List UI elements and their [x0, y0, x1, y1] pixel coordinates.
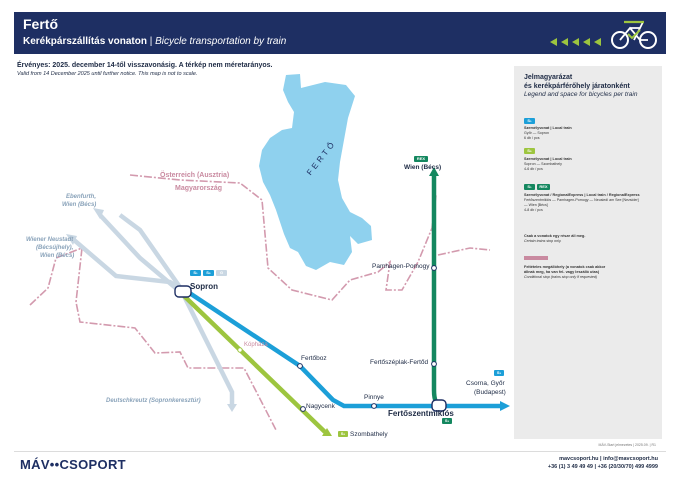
- legend-item-5-l2: állnak meg, ha van fel- vagy leszálló ut…: [524, 270, 600, 274]
- station-fertoszeplak[interactable]: [431, 361, 437, 367]
- legend-item-4-l1: Csak a vonatok egy része áll meg.: [524, 234, 586, 238]
- station-pinnye[interactable]: [371, 403, 377, 409]
- station-pamhagen[interactable]: [431, 265, 437, 271]
- legend-title-2: és kerékpárférőhely járatonként: [524, 83, 630, 90]
- label-pinnye: Pinnye: [364, 394, 384, 401]
- legend-item-4: Csak a vonatok egy része áll meg. Certai…: [524, 234, 585, 244]
- badge-sopron-s1: S₁: [190, 270, 201, 276]
- legend-item-3-l2: Fertőszentmiklós — Pamhagen-Pomogy — Neu…: [524, 198, 639, 202]
- legend-item-1: Személyvonat | Local train Győr — Sopron…: [524, 126, 572, 141]
- station-fertoszentmiklos[interactable]: [431, 399, 447, 412]
- legend-swatch-conditional: [524, 256, 548, 260]
- validity-en: Valid from 14 December 2025 until furthe…: [17, 71, 198, 77]
- station-kophaza[interactable]: [237, 347, 243, 353]
- bicycle-icon: [611, 20, 657, 49]
- legend-item-5-l3: Conditional stop (trains stop only if re…: [524, 275, 598, 279]
- page-subtitle: Kerékpárszállítás vonaton | Bicycle tran…: [23, 36, 286, 47]
- station-sopron[interactable]: [174, 285, 192, 298]
- footer-contact: mavcsoport.hu | info@mavcsoport.hu +36 (…: [548, 455, 658, 471]
- legend-subtitle: Legend and space for bicycles per train: [524, 91, 638, 98]
- label-nagycenk: Nagycenk: [306, 403, 335, 410]
- legend-badge-2: S₅: [524, 148, 535, 154]
- legend-badge-3a: S₁: [524, 184, 535, 190]
- label-fertoszentmiklos: Fertőszentmiklós: [388, 409, 454, 418]
- legend-item-1-l1: Személyvonat | Local train: [524, 126, 572, 130]
- label-ebenfurth-2: Wien (Bécs): [62, 202, 97, 208]
- subtitle-en: Bicycle transportation by train: [155, 36, 287, 47]
- legend-item-2: Személyvonat | Local train Sopron — Szom…: [524, 157, 572, 172]
- subtitle-hu: Kerékpárszállítás vonaton: [23, 36, 147, 47]
- arrow-wien: [429, 167, 439, 176]
- label-wiener-neustadt-1: Wiener Neustadt: [26, 237, 74, 243]
- badge-sopron-s5: S₅: [203, 270, 214, 276]
- legend-item-1-l2: Győr — Sopron: [524, 131, 549, 135]
- label-szombathely: Szombathely: [350, 431, 388, 438]
- legend-item-3: Személyvonat / RegionalExpress | Local t…: [524, 193, 640, 213]
- border-label-hungary: Magyarország: [175, 185, 223, 192]
- chevron-arrows-icon: [550, 38, 601, 46]
- grey-arrows: [66, 208, 237, 412]
- label-wiener-neustadt-2: (Bécsújhely),: [36, 245, 74, 251]
- legend-title-1: Jelmagyarázat: [524, 74, 573, 81]
- legend-badge-3b: REX: [537, 184, 550, 190]
- legend-item-4-l2: Certain trains stop only.: [524, 239, 562, 243]
- line-fertoszentmiklos-wien: [431, 175, 443, 409]
- header-bar: Fertő Kerékpárszállítás vonaton | Bicycl…: [14, 12, 666, 54]
- badge-sopron-g: G: [216, 270, 227, 276]
- legend-item-3-l4: 4-8 db / pcs: [524, 208, 543, 212]
- label-fertoboz: Fertőboz: [301, 355, 327, 362]
- validity-hu: Érvényes: 2025. december 14-től visszavo…: [17, 62, 273, 69]
- label-sopron: Sopron: [190, 282, 218, 291]
- border-label-austria: Österreich (Ausztria): [160, 172, 230, 179]
- legend-item-3-l1: Személyvonat / RegionalExpress | Local t…: [524, 193, 640, 197]
- badge-gyor-s1: S₁: [494, 370, 504, 376]
- label-ebenfurth-1: Ebenfurth,: [66, 194, 96, 200]
- legend-item-3-l3: — Wien [Bécs]: [524, 203, 548, 207]
- subtitle-separator: |: [146, 36, 156, 47]
- footer-web[interactable]: mavcsoport.hu | info@mavcsoport.hu: [559, 456, 658, 462]
- label-deutschkreutz: Deutschkreutz (Sopronkeresztúr): [106, 398, 201, 404]
- arrow-gyor: [500, 401, 510, 411]
- badge-wien-rex: REX: [414, 156, 428, 162]
- legend-panel: Jelmagyarázat és kerékpárférőhely járato…: [514, 66, 662, 439]
- legend-item-5: Feltételes megállóhely (a vonatok csak a…: [524, 265, 605, 280]
- lake-ferto: [259, 74, 372, 270]
- legend-item-5-l1: Feltételes megállóhely (a vonatok csak a…: [524, 265, 606, 269]
- label-budapest: (Budapest): [474, 389, 506, 396]
- legend-badge-1: S₁: [524, 118, 535, 124]
- station-fertoboz[interactable]: [297, 363, 303, 369]
- validity-note: Érvényes: 2025. december 14-től visszavo…: [17, 62, 273, 77]
- legend-title: Jelmagyarázat és kerékpárférőhely járato…: [524, 73, 630, 91]
- legend-item-2-l2: Sopron — Szombathely: [524, 162, 562, 166]
- footnote: MÁV-Start jelmezetes | 2025.09. | R1: [598, 443, 656, 447]
- badge-szombathely-s5: S₅: [338, 431, 348, 437]
- mav-logo: MÁV••CSOPORT: [20, 457, 126, 472]
- page-title: Fertő: [23, 16, 58, 32]
- label-wien: Wien (Bécs): [404, 164, 442, 171]
- label-csorna-gyor: Csorna, Győr: [466, 380, 505, 387]
- label-kophaza: Kópháza: [244, 342, 268, 348]
- legend-item-2-l1: Személyvonat | Local train: [524, 157, 572, 161]
- arrow-szombathely: [322, 428, 332, 436]
- station-nagycenk[interactable]: [300, 406, 306, 412]
- label-pamhagen: Pamhagen-Pomogy: [372, 263, 430, 270]
- footer-divider: [14, 451, 666, 452]
- badge-fertoszentmiklos-s1: S₁: [442, 418, 452, 424]
- legend-item-1-l3: 6 db / pcs: [524, 136, 540, 140]
- country-border: [29, 174, 491, 431]
- austrian-lines: [72, 213, 235, 408]
- label-wiener-neustadt-3: Wien (Bécs): [40, 253, 75, 259]
- legend-item-2-l3: 4-6 db / pcs: [524, 167, 543, 171]
- footer-phone: +36 (1) 3 49 49 49 | +36 (20/30/70) 499 …: [547, 464, 658, 470]
- label-fertoszeplak: Fertőszéplak-Fertőd: [370, 359, 429, 366]
